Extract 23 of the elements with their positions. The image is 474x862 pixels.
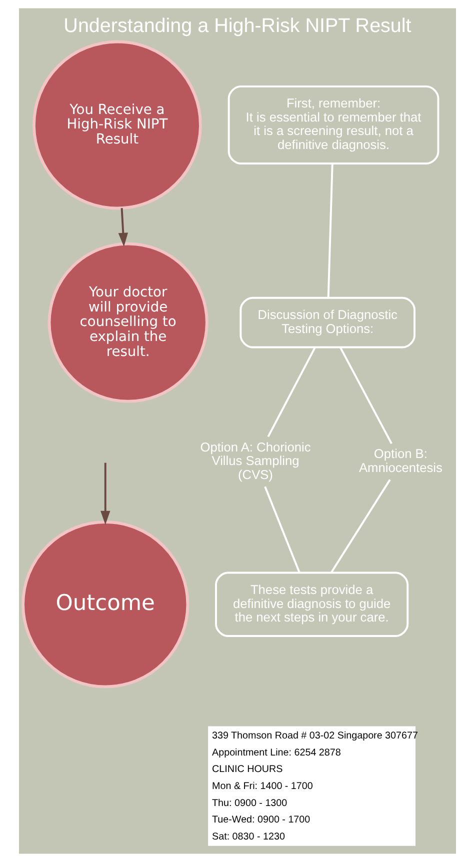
node-circle: Outcome <box>21 520 189 688</box>
connector <box>326 164 333 298</box>
connector <box>266 346 316 438</box>
arrow <box>118 208 128 247</box>
node-box: Discussion of Diagnostic Testing Options: <box>239 296 415 348</box>
connector <box>330 479 390 574</box>
arrow <box>100 462 110 525</box>
connector <box>264 486 300 574</box>
node-circle: Your doctor will provide counselling to explain the result. <box>47 242 208 403</box>
node-text: Option B: Amniocentesis <box>358 446 442 475</box>
label: 339 Thomson Road # 03-02 Singapore 307677 <box>212 730 418 742</box>
label: Appointment Line: 6254 2878 <box>212 747 340 758</box>
node-circle: You Receive a High-Risk NIPT Result <box>32 40 202 210</box>
node-text: Option A: Chorionic Villus Sampling (CVS) <box>200 439 310 482</box>
diagram-title: Understanding a High-Risk NIPT Result <box>63 14 411 37</box>
label: CLINIC HOURS <box>212 764 282 776</box>
label: Thu: 0900 - 1300 <box>212 798 287 809</box>
label: Mon & Fri: 1400 - 1700 <box>212 781 312 792</box>
node-box: These tests provide a definitive diagnosis to guide the next steps in your care. <box>214 572 408 637</box>
label: Tue-Wed: 0900 - 1700 <box>212 814 310 826</box>
node-box: First, remember: It is essential to remember that it is a screening result, not a definitive diagnosis. <box>227 85 439 164</box>
label: Sat: 0830 - 1230 <box>212 831 284 842</box>
connector <box>338 346 392 444</box>
